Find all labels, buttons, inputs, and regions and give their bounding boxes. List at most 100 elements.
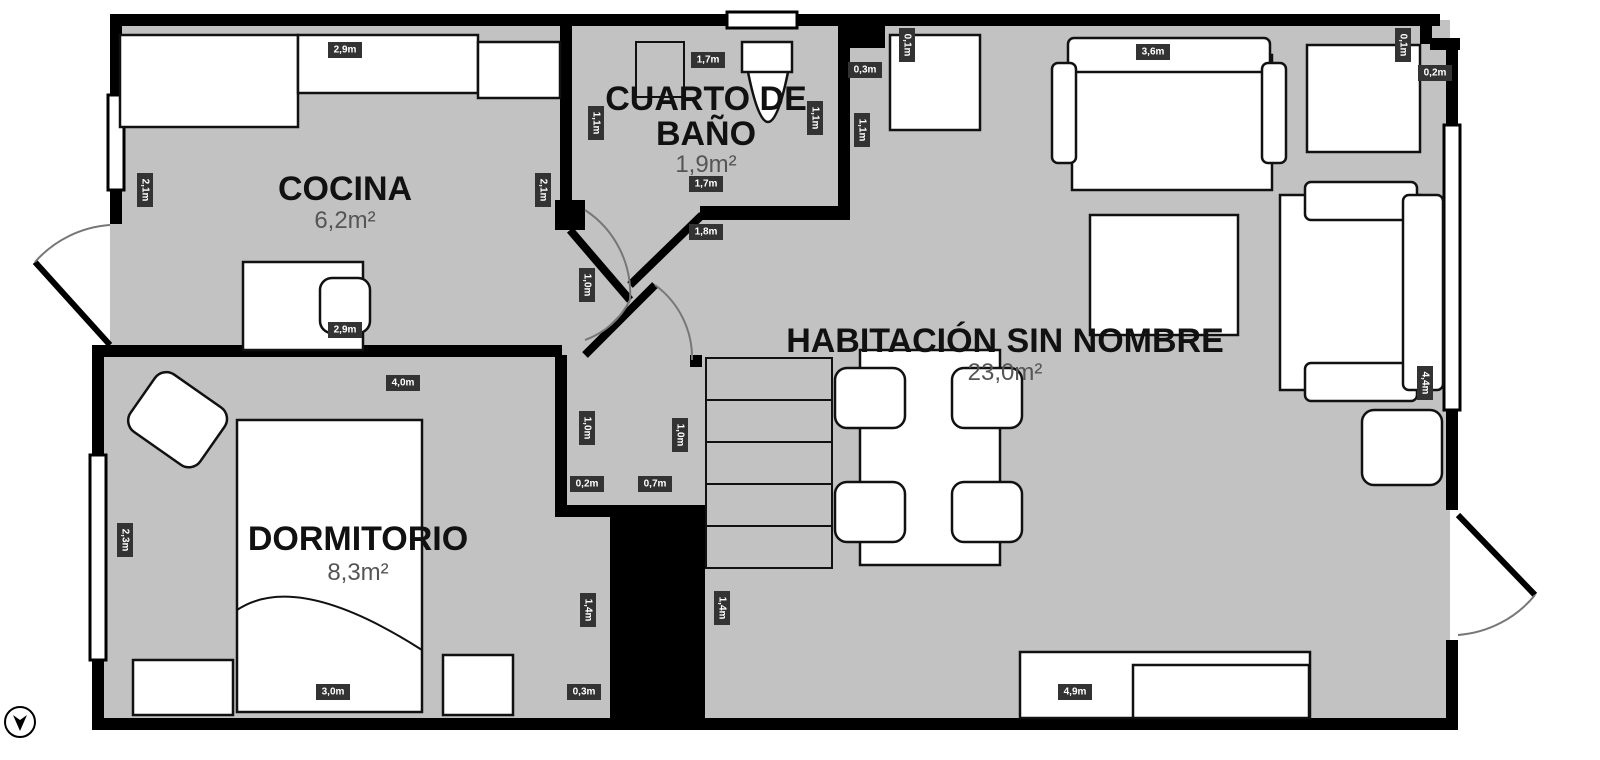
bed [235,418,424,714]
dimension-label-text: 0,1m [902,34,913,57]
toilet [740,40,794,123]
dimension-label-box [328,42,362,58]
dimension-label: 0,1m [899,28,915,62]
armchair [1360,408,1444,487]
dimension-label-text: 3,0m [322,687,345,698]
dimension-label-text: 0,3m [573,687,596,698]
dimension-label-text: 1,1m [810,107,821,130]
dimension-label-text: 4,0m [392,378,415,389]
dimension-label-box [588,106,604,140]
room-area-habitacion: 23,0m² [968,359,1043,386]
dimension-label-text: 0,1m [1398,34,1409,57]
dimension-label-box [854,113,870,147]
room-name-bano-line2: BAÑO [656,115,756,153]
dimension-label-text: 1,0m [582,274,593,297]
dimension-label-text: 4,4m [1420,372,1431,395]
dimension-label: 3,6m [1136,44,1170,60]
dimension-label: 0,1m [1395,28,1411,62]
dimension-label: 4,9m [1058,684,1092,700]
dimension-label-box [579,411,595,445]
dimension-label-text: 4,9m [1064,687,1087,698]
dimension-label: 2,9m [328,42,362,58]
north-arrow-icon [4,706,36,738]
dimension-label-text: 1,1m [591,112,602,135]
dimension-labels: 2,9m 1,7m 0,1m 0,3m 3,6m 0,1m 0,2m 1,1m … [117,28,1452,700]
dimension-label-text: 3,6m [1142,47,1165,58]
dimension-label: 0,3m [848,62,882,78]
room-area-dormitorio: 8,3m² [327,559,388,586]
room-name-cocina: COCINA [278,170,412,208]
dimension-label-box [689,224,723,240]
dimension-label: 4,4m [1417,366,1433,400]
dimension-label: 0,2m [570,476,604,492]
room-area-cocina: 6,2m² [314,207,375,234]
dimension-label: 1,7m [691,52,725,68]
sink [635,41,685,98]
dimension-label: 1,4m [714,591,730,625]
dimension-label: 1,1m [807,101,823,135]
dimension-label-box [848,62,882,78]
dimension-label: 0,7m [638,476,672,492]
room-area-bano: 1,9m² [675,151,736,178]
dimension-label-text: 0,3m [854,65,877,76]
dimension-label-box [1395,28,1411,62]
dimension-label: 1,8m [689,224,723,240]
dimension-label-text: 1,4m [717,597,728,620]
kitchen-counter [296,33,480,95]
dimension-label-box [316,684,350,700]
room-name-bano-line1: CUARTO DE [605,80,807,118]
dimension-label: 2,1m [535,173,551,207]
dimension-label-box [1058,684,1092,700]
coffee-table [1088,213,1240,337]
dimension-label-text: 1,4m [583,599,594,622]
dimension-label: 2,3m [117,523,133,557]
stairs [705,357,833,569]
dimension-label: 0,3m [567,684,601,700]
living-floor-west [700,210,850,720]
kitchen-counter [118,33,300,129]
dimension-label-box [535,173,551,207]
chair [950,480,1024,544]
dimension-label-box [570,476,604,492]
dimension-label: 1,0m [579,268,595,302]
dimension-label-text: 1,7m [695,179,718,190]
dimension-label: 2,9m [328,322,362,338]
dimension-label-box [386,375,420,391]
chair [950,366,1024,430]
dimension-label-text: 1,0m [675,424,686,447]
dimension-label-text: 0,2m [1424,68,1447,79]
dimension-label-box [714,591,730,625]
dimension-label-text: 1,8m [695,227,718,238]
dimension-label-text: 2,9m [334,325,357,336]
dimension-label-box [638,476,672,492]
dimension-label-box [1418,65,1452,81]
dimension-label: 1,1m [854,113,870,147]
dimension-label: 1,1m [588,106,604,140]
dimension-label-box [1136,44,1170,60]
dimension-label-text: 1,7m [697,55,720,66]
chair [833,366,907,430]
nightstand [441,653,515,717]
dimension-label-box [1417,366,1433,400]
dimension-label: 1,7m [689,176,723,192]
room-name-habitacion: HABITACIÓN SIN NOMBRE [786,322,1224,360]
dimension-label-text: 2,9m [334,45,357,56]
dimension-label-text: 0,7m [644,479,667,490]
dimension-label-text: 2,1m [538,179,549,202]
dimension-label: 0,2m [1418,65,1452,81]
dimension-label-box [579,268,595,302]
chair [833,480,907,544]
dimension-label-box [328,322,362,338]
kitchen-counter [476,40,562,100]
dimension-label: 1,0m [672,418,688,452]
sofa [1278,193,1422,392]
doors [34,209,1536,636]
dimension-label: 3,0m [316,684,350,700]
armchair [126,370,229,469]
dimension-label: 4,0m [386,375,420,391]
dimension-label-box [117,523,133,557]
dimension-label-text: 0,2m [576,479,599,490]
dimension-label-box [580,593,596,627]
sofa [1070,53,1274,192]
